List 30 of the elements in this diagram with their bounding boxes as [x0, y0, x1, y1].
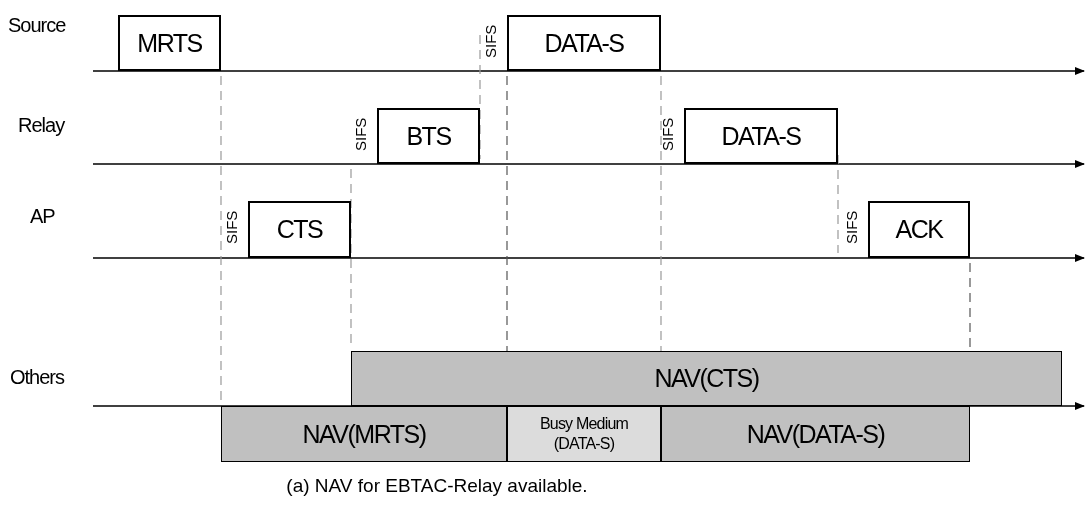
nav-bar	[351, 351, 1062, 406]
frame-label: CTS	[276, 215, 323, 244]
station-label: Relay	[18, 114, 65, 137]
frame-label: ACK	[895, 215, 943, 244]
station-label: Others	[10, 366, 65, 389]
frame-box	[868, 201, 970, 258]
frame-label: NAV(DATA-S)	[746, 419, 885, 449]
sifs-label: SIFS	[843, 210, 860, 244]
frame-label: DATA-S	[544, 28, 624, 58]
frame-box	[248, 201, 351, 258]
frame-box	[684, 108, 838, 164]
frame-box	[377, 108, 480, 164]
busy-medium-bar	[507, 406, 661, 462]
station-label: Source	[8, 14, 66, 37]
frame-label: MRTS	[137, 28, 202, 58]
frame-label: NAV(MRTS)	[302, 419, 426, 449]
figure-caption: (a) NAV for EBTAC-Relay available.	[285, 475, 589, 497]
frame-label: BTS	[406, 121, 451, 151]
station-label: AP	[30, 205, 55, 228]
frame-label: DATA-S	[721, 121, 801, 151]
sifs-label: SIFS	[223, 210, 240, 244]
sifs-label: SIFS	[482, 24, 499, 58]
frame-label: NAV(CTS)	[654, 364, 759, 393]
nav-bar	[661, 406, 970, 462]
frame-box	[118, 15, 221, 71]
frame-label: Busy Medium (DATA-S)	[538, 414, 630, 454]
nav-bar	[221, 406, 507, 462]
sifs-label: SIFS	[352, 117, 369, 151]
sifs-label: SIFS	[659, 117, 676, 151]
frame-box	[507, 15, 661, 71]
